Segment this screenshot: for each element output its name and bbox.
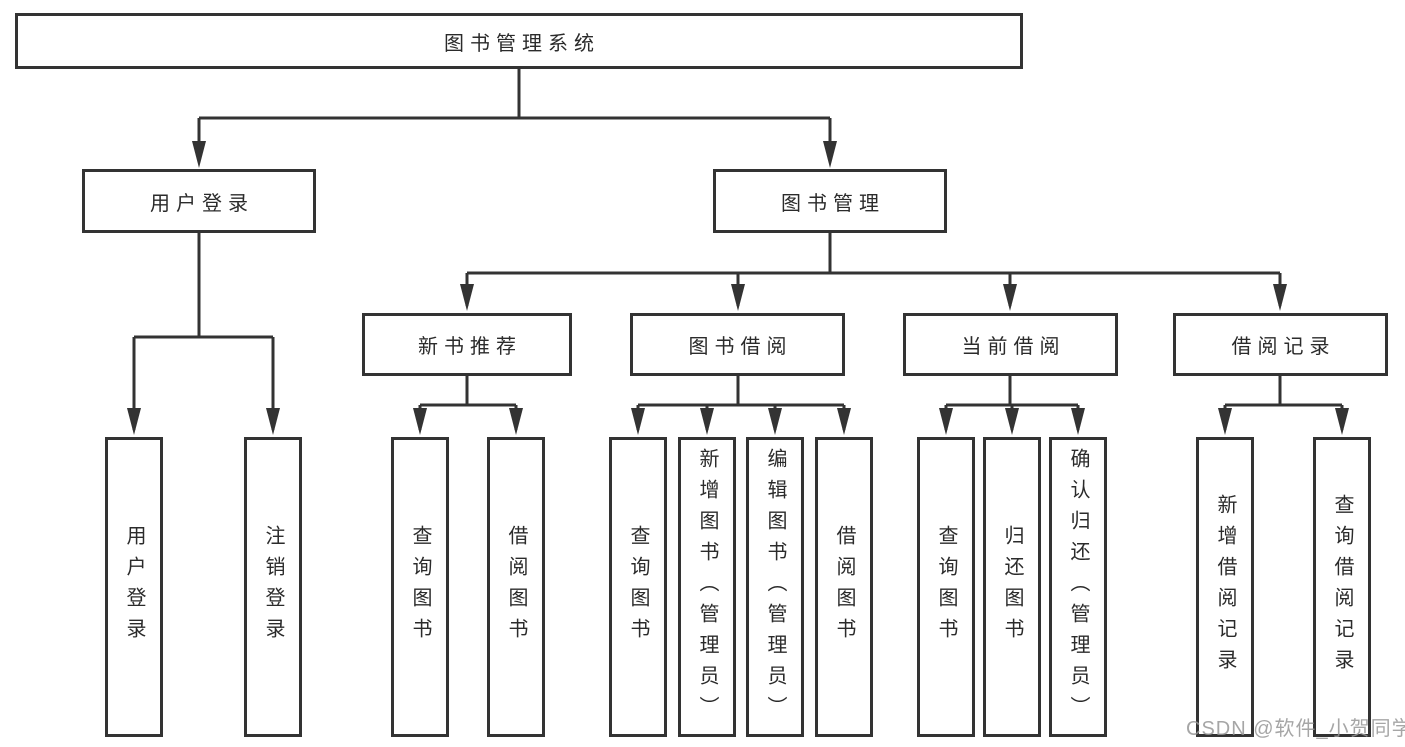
node-book-management: 图书管理 <box>713 169 947 233</box>
node-library-system: 图书管理系统 <box>15 13 1023 69</box>
leaf-return-books: 归还图书 <box>983 437 1041 737</box>
leaf-label: 新增借阅记录 <box>1214 494 1236 680</box>
leaf-query-books-borrowing: 查询图书 <box>609 437 667 737</box>
node-user-login: 用户登录 <box>82 169 316 233</box>
leaf-logout-login: 注销登录 <box>244 437 302 737</box>
leaf-label: 查询图书 <box>935 525 957 649</box>
node-book-borrowing: 图书借阅 <box>630 313 845 376</box>
leaf-label: 编辑图书（管理员） <box>764 447 786 727</box>
leaf-borrow-books-recommend: 借阅图书 <box>487 437 545 737</box>
leaf-user-login: 用户登录 <box>105 437 163 737</box>
leaf-query-books-current: 查询图书 <box>917 437 975 737</box>
leaf-add-borrow-record: 新增借阅记录 <box>1196 437 1254 737</box>
leaf-label: 注销登录 <box>262 525 284 649</box>
leaf-label: 借阅图书 <box>505 525 527 649</box>
leaf-query-borrow-record: 查询借阅记录 <box>1313 437 1371 737</box>
node-new-book-recommendation: 新书推荐 <box>362 313 572 376</box>
leaf-edit-books-admin: 编辑图书（管理员） <box>746 437 804 737</box>
leaf-borrow-books-borrowing: 借阅图书 <box>815 437 873 737</box>
leaf-label: 新增图书（管理员） <box>696 447 718 727</box>
leaf-label: 归还图书 <box>1001 525 1023 649</box>
leaf-confirm-return-admin: 确认归还（管理员） <box>1049 437 1107 737</box>
leaf-label: 查询图书 <box>409 525 431 649</box>
csdn-watermark: CSDN @软件_小贺同学 <box>1186 718 1405 740</box>
leaf-label: 用户登录 <box>123 525 145 649</box>
node-current-borrowing: 当前借阅 <box>903 313 1118 376</box>
leaf-label: 查询图书 <box>627 525 649 649</box>
leaf-label: 借阅图书 <box>833 525 855 649</box>
leaf-label: 确认归还（管理员） <box>1067 447 1089 727</box>
leaf-add-books-admin: 新增图书（管理员） <box>678 437 736 737</box>
node-borrowing-records: 借阅记录 <box>1173 313 1388 376</box>
leaf-label: 查询借阅记录 <box>1331 494 1353 680</box>
leaf-query-books-recommend: 查询图书 <box>391 437 449 737</box>
